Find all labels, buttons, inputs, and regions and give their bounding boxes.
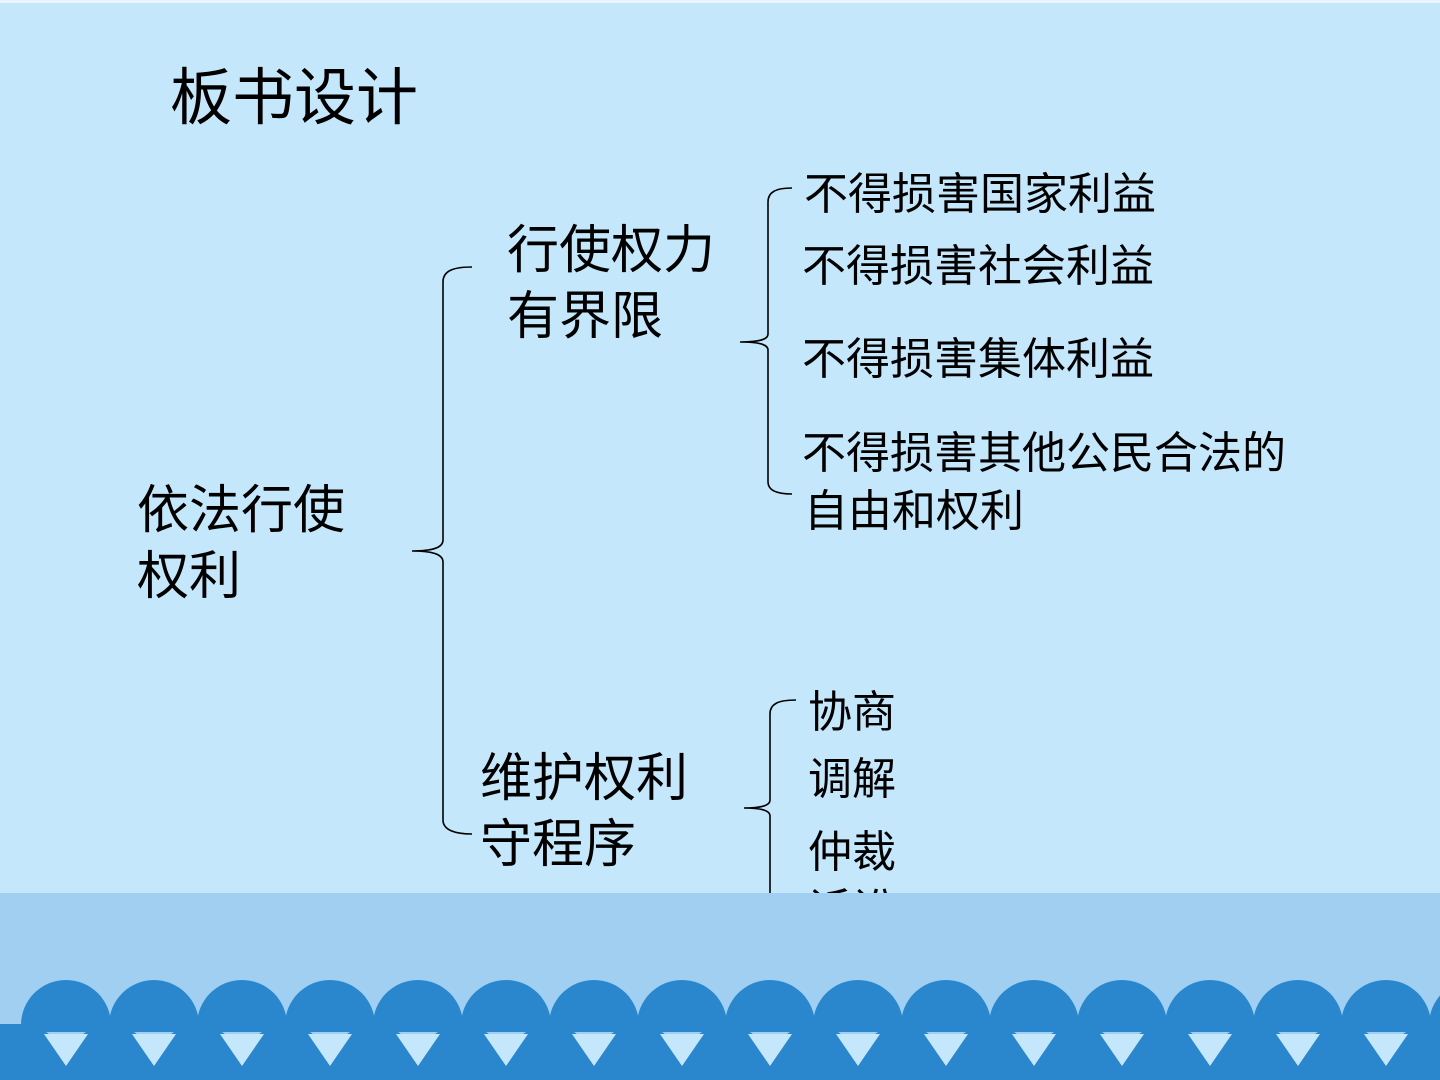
leaf-collective-interest: 不得损害集体利益	[802, 334, 1154, 385]
wave-scale-lower	[505, 1025, 595, 1080]
wave-scale-lower	[945, 1025, 1035, 1080]
wave-scale-lower	[857, 1025, 947, 1080]
wave-scale-lower	[417, 1025, 507, 1080]
wave-scale-notch	[1100, 1034, 1144, 1066]
wave-scale-lower	[1033, 1025, 1123, 1080]
branch-node-limits-line-1: 行使权力	[507, 221, 716, 281]
wave-scale-notch	[924, 1034, 968, 1066]
wave-scale-upper	[1165, 980, 1255, 1025]
wave-scale-lower	[593, 1025, 683, 1080]
branch-node-limits: 行使权力 有界限	[507, 218, 715, 350]
root-node: 依法行使 权利	[137, 478, 345, 610]
page-title: 板书设计	[170, 61, 419, 134]
wave-scale-upper	[1077, 980, 1167, 1025]
wave-scale-notch	[1012, 1034, 1056, 1066]
wave-scale-lower	[1297, 1025, 1387, 1080]
wave-scale-upper	[109, 980, 199, 1025]
wave-scale-notch	[44, 1034, 88, 1066]
wave-scale-lower	[329, 1025, 419, 1080]
root-brace	[411, 266, 473, 835]
branch-node-procedure-line-2: 守程序	[480, 815, 637, 875]
branch-node-procedure-line-1: 维护权利	[480, 749, 689, 809]
top-border	[0, 0, 1440, 3]
wave-scale-notch	[484, 1034, 528, 1066]
branch-limits-brace	[739, 187, 793, 495]
leaf-negotiation: 协商	[808, 687, 896, 738]
leaf-other-citizens-line-1: 不得损害其他公民合法的	[802, 428, 1286, 479]
wave-scale-notch	[836, 1034, 880, 1066]
wave-scale-upper	[285, 980, 375, 1025]
leaf-other-citizens-line-2: 自由和权利	[804, 486, 1024, 537]
wave-scale-upper	[725, 980, 815, 1025]
wave-scale-upper	[461, 980, 551, 1025]
wave-scale-notch	[660, 1034, 704, 1066]
wave-scale-notch	[308, 1034, 352, 1066]
wave-scale-lower	[681, 1025, 771, 1080]
wave-scale-notch	[396, 1034, 440, 1066]
wave-scale-notch	[1364, 1034, 1408, 1066]
leaf-social-interest: 不得损害社会利益	[802, 241, 1154, 292]
wave-scale-upper	[549, 980, 639, 1025]
root-node-line-1: 依法行使	[137, 481, 346, 541]
wave-scale-lower	[769, 1025, 859, 1080]
wave-scale-notch	[220, 1034, 264, 1066]
wave-scale-upper	[373, 980, 463, 1025]
leaf-national-interest: 不得损害国家利益	[804, 169, 1156, 220]
wave-scale-notch	[1276, 1034, 1320, 1066]
wave-scale-upper	[1429, 995, 1440, 1025]
wave-scale-upper	[637, 980, 727, 1025]
wave-scale-notch	[748, 1034, 792, 1066]
wave-scale-lower	[153, 1025, 243, 1080]
wave-scale-lower	[1121, 1025, 1211, 1080]
wave-scale-upper	[21, 980, 111, 1025]
branch-node-procedure: 维护权利 守程序	[480, 746, 688, 878]
branch-node-limits-line-2: 有界限	[507, 287, 664, 347]
wave-scale-lower	[65, 1025, 155, 1080]
wave-scale-upper	[989, 980, 1079, 1025]
wave-scale-lower	[241, 1025, 331, 1080]
root-node-line-2: 权利	[137, 547, 242, 607]
leaf-arbitration: 仲裁	[808, 827, 896, 878]
wave-scale-notch	[572, 1034, 616, 1066]
wave-scale-lower	[1209, 1025, 1299, 1080]
leaf-mediation: 调解	[808, 754, 896, 805]
wave-scale-upper	[1341, 980, 1431, 1025]
wave-scale-upper	[1253, 980, 1343, 1025]
wave-scale-joint	[0, 1024, 1440, 1032]
wave-scale-upper	[901, 980, 991, 1025]
wave-scale-notch	[132, 1034, 176, 1066]
wave-scale-upper	[813, 980, 903, 1025]
wave-scale-notch	[1188, 1034, 1232, 1066]
wave-scale-upper	[197, 980, 287, 1025]
